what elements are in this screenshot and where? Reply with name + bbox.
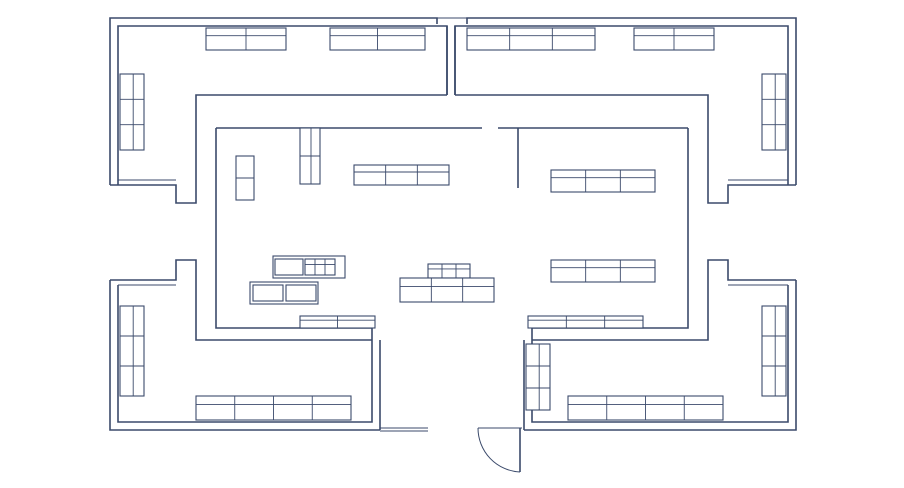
counter-left-bottom-screen	[252, 284, 284, 302]
shelf-right-lower	[761, 305, 787, 397]
shelf-left-upper	[119, 73, 145, 151]
shelf-left-lower-body	[119, 305, 145, 397]
shelf-right-upper-body	[761, 73, 787, 151]
door-swing-arc	[477, 427, 521, 473]
shelf-bottom-right	[567, 395, 724, 421]
table-center-top-body	[353, 164, 450, 186]
table-right-bottom	[550, 259, 656, 283]
inner-room-right	[531, 128, 689, 340]
shelf-bottom-left	[195, 395, 352, 421]
display-center-top-body	[427, 263, 471, 279]
display-center-top	[427, 263, 471, 279]
entrance-door	[477, 427, 522, 473]
counter-left-top-shelf	[304, 258, 336, 276]
table-right-bottom-body	[550, 259, 656, 283]
wall-bottom-left-outer	[109, 280, 380, 431]
shelf-top-left-1	[205, 27, 287, 51]
shelf-left-lower	[119, 305, 145, 397]
wall-bottom-right-outer	[524, 280, 797, 431]
wall-bottom-right-inner-corner	[532, 259, 796, 341]
shelf-top-right-1	[466, 27, 596, 51]
table-right-top	[550, 169, 656, 193]
shelf-inner-bottom-right-body	[527, 315, 644, 329]
display-center-base	[399, 277, 495, 303]
table-center-top	[353, 164, 450, 186]
shelf-top-right-1-body	[466, 27, 596, 51]
shelf-inner-bottom-left	[299, 315, 376, 329]
walls	[109, 17, 797, 432]
shelf-right-upper	[761, 73, 787, 151]
shelf-entrance-right-body	[525, 343, 551, 411]
wall-top-left-outer	[109, 17, 438, 185]
column-shelf-left	[299, 127, 321, 185]
table-right-top-body	[550, 169, 656, 193]
wall-top-left-inner-corner	[110, 94, 447, 204]
shelf-inner-bottom-right	[527, 315, 644, 329]
wall-top-right-inner-corner	[455, 94, 796, 204]
display-center-base-body	[399, 277, 495, 303]
counter-left-top-shelf-body	[304, 258, 336, 276]
shelf-top-right-2	[633, 27, 715, 51]
counter-left-top-screen	[274, 258, 304, 276]
counter-left-bottom-shelf	[285, 284, 317, 302]
shelf-left-upper-body	[119, 73, 145, 151]
wall-bottom-left-inner-corner	[110, 259, 372, 341]
wall-bottom-left-inner	[117, 285, 373, 423]
shelf-entrance-right	[525, 343, 551, 411]
inner-room-left	[215, 128, 373, 340]
shelf-top-left-2	[329, 27, 426, 51]
furniture	[119, 27, 787, 421]
wall-top-right-outer	[466, 17, 797, 185]
shelf-right-lower-body	[761, 305, 787, 397]
